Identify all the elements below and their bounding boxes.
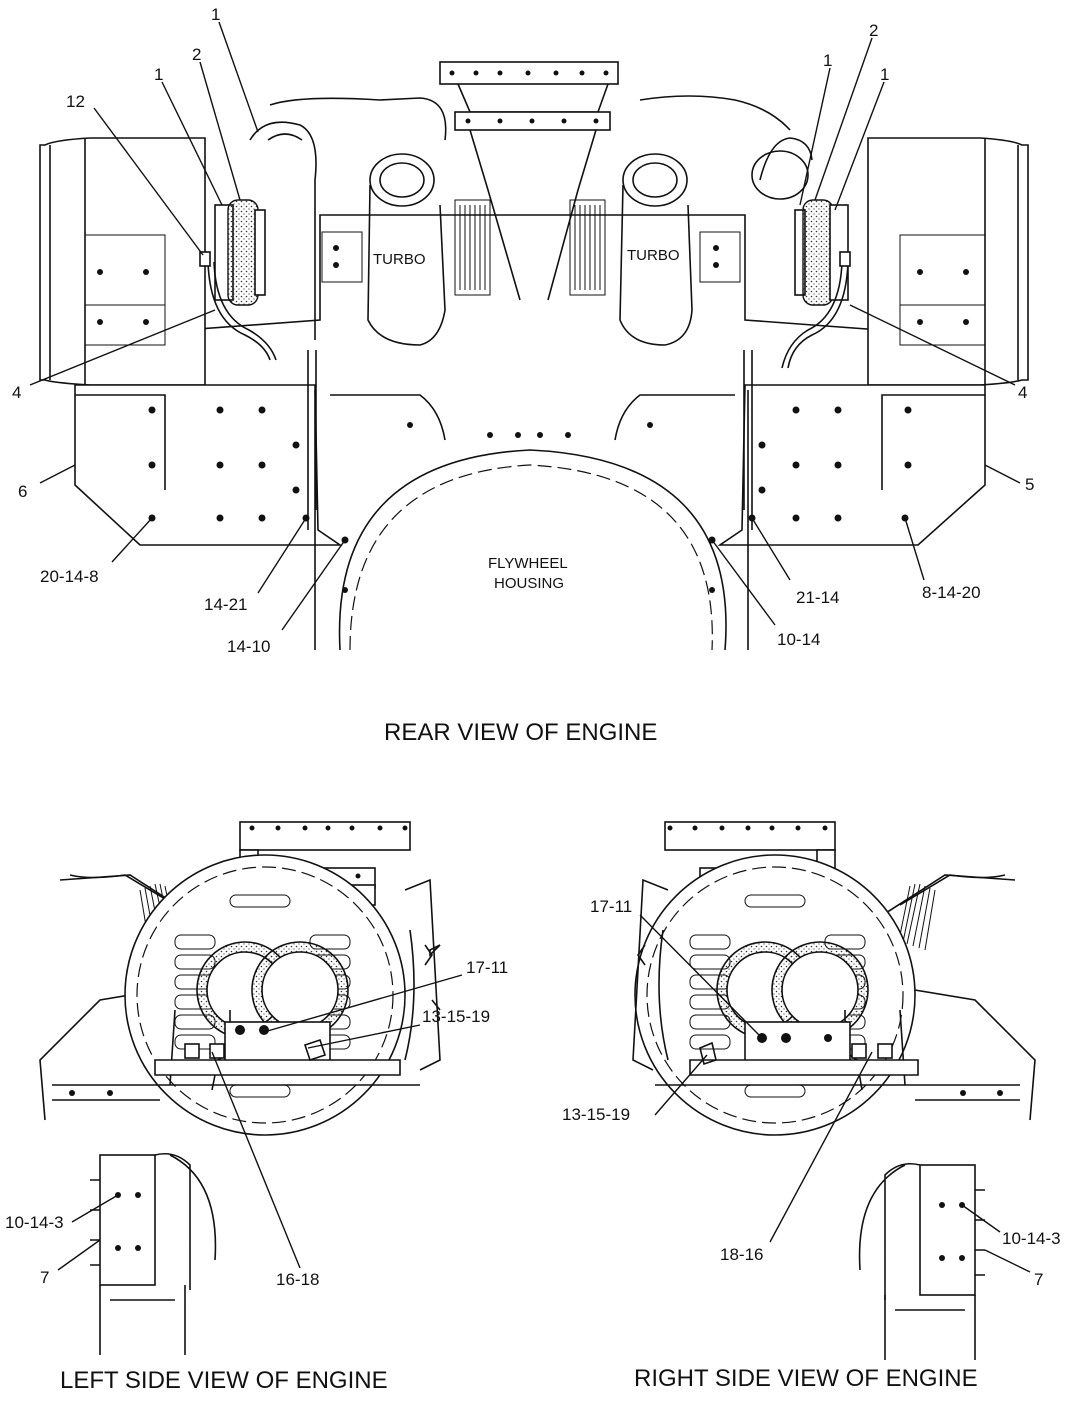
callout-right-7: 7 <box>1034 1270 1043 1289</box>
turbo-label-right: TURBO <box>627 247 680 264</box>
callout-rear-6: 6 <box>18 482 27 501</box>
turbo-label-left: TURBO <box>373 251 426 268</box>
callout-rear-20-14-8: 20-14-8 <box>40 567 99 586</box>
callout-rear-1-right-a: 1 <box>823 51 832 70</box>
callout-rear-14-21: 14-21 <box>204 595 247 614</box>
callout-right-10-14-3: 10-14-3 <box>1002 1229 1061 1248</box>
left-leader-lines <box>57 974 463 1271</box>
callout-rear-5: 5 <box>1025 475 1034 494</box>
callout-left-17-11: 17-11 <box>466 958 508 977</box>
callout-rear-14-10: 14-10 <box>227 637 270 656</box>
callout-rear-4-right: 4 <box>1018 383 1027 402</box>
flywheel-housing-label-line2: HOUSING <box>494 575 564 592</box>
callout-rear-2-left: 2 <box>192 45 201 64</box>
callout-right-17-11: 17-11 <box>590 897 632 916</box>
flywheel-housing-label-line1: FLYWHEEL <box>488 555 568 572</box>
caption-left-side-view: LEFT SIDE VIEW OF ENGINE <box>60 1367 388 1394</box>
right-side-view-drawing <box>632 821 1036 1360</box>
callout-left-10-14-3: 10-14-3 <box>5 1213 64 1232</box>
callout-left-13-15-19: 13-15-19 <box>422 1007 490 1026</box>
callout-right-18-16: 18-16 <box>720 1245 763 1264</box>
callout-rear-21-14: 21-14 <box>796 588 839 607</box>
caption-right-side-view: RIGHT SIDE VIEW OF ENGINE <box>634 1365 978 1392</box>
callout-right-13-15-19: 13-15-19 <box>562 1105 630 1124</box>
callout-left-16-18: 16-18 <box>276 1270 319 1289</box>
callout-rear-1-right-b: 1 <box>880 65 889 84</box>
right-leader-lines <box>639 914 1031 1273</box>
callout-rear-8-14-20: 8-14-20 <box>922 583 981 602</box>
callout-rear-2-right: 2 <box>869 21 878 40</box>
callout-rear-1-top: 1 <box>211 5 220 24</box>
callout-rear-12: 12 <box>66 92 85 111</box>
callout-left-7: 7 <box>40 1268 49 1287</box>
callout-rear-1-left: 1 <box>154 65 163 84</box>
rear-view-drawing <box>39 61 1029 651</box>
rear-leader-lines <box>29 21 1021 631</box>
callout-rear-4-left: 4 <box>12 383 21 402</box>
caption-rear-view: REAR VIEW OF ENGINE <box>384 719 657 746</box>
callout-rear-10-14: 10-14 <box>777 630 820 649</box>
left-side-view-drawing <box>39 821 441 1355</box>
